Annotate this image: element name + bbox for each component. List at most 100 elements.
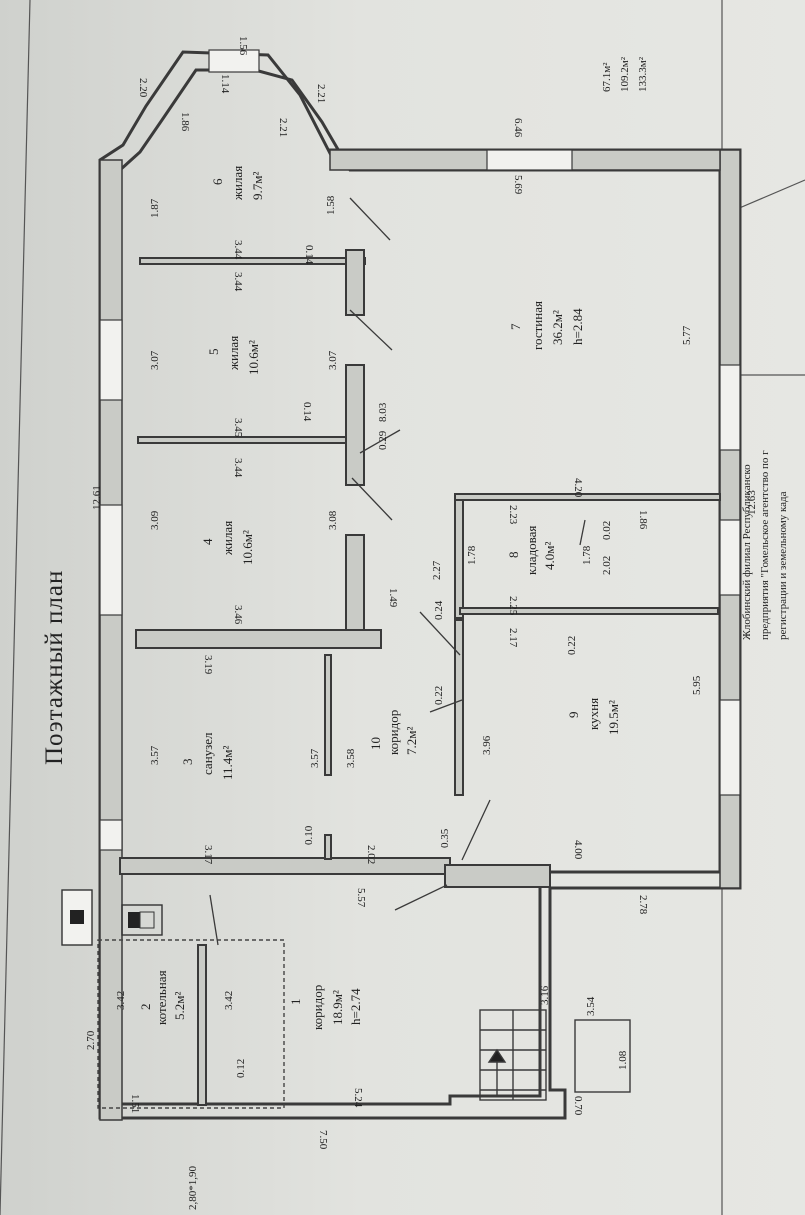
- svg-text:жилая: жилая: [230, 166, 245, 201]
- svg-text:h=2.74: h=2.74: [348, 988, 363, 1025]
- dim-label: 0.35: [439, 828, 451, 848]
- stairs: [479, 1009, 631, 1101]
- boiler-appliance: [61, 889, 163, 946]
- svg-text:7.2м²: 7.2м²: [404, 727, 419, 755]
- dim-label: 1.58: [325, 195, 337, 215]
- dim-label: 1.86: [179, 112, 191, 132]
- dim-label: 2.20: [137, 78, 149, 98]
- dim-label: 1.78: [466, 545, 478, 565]
- svg-text:кладовая: кладовая: [524, 526, 539, 575]
- svg-text:коридор: коридор: [310, 985, 325, 1030]
- dim-label: 1.08: [617, 1050, 629, 1070]
- room-5: 5 жилая 10.6м²: [206, 336, 261, 375]
- dim-label: 0.22: [433, 686, 445, 705]
- dim-label: 5.69: [512, 175, 524, 195]
- dim-label: 3.42: [115, 991, 127, 1010]
- svg-text:2: 2: [138, 1004, 153, 1011]
- svg-text:10.6м²: 10.6м²: [246, 340, 261, 375]
- dim-label: 5.57: [355, 888, 367, 908]
- dim-label: 3.08: [327, 510, 339, 530]
- dimension-labels: 1.56 1.14 2.20 1.86 2.21 2.21 6.46 5.69 …: [85, 36, 758, 1210]
- dim-label: 2.02: [365, 845, 377, 864]
- dim-label: 3.96: [481, 735, 493, 755]
- area-living: 67.1м²: [601, 62, 613, 92]
- interior-walls: [119, 249, 721, 1106]
- dim-label: 2.21: [315, 84, 327, 103]
- dim-label: 3.58: [345, 748, 357, 768]
- dim-label: 2.27: [431, 560, 443, 580]
- dim-label: 4.20: [572, 478, 584, 498]
- dim-label: 2.23: [507, 505, 519, 525]
- dim-label: 2,80*1,90: [187, 1166, 199, 1211]
- dim-label: 12.61: [91, 485, 103, 510]
- boiler-room-outline: [97, 939, 285, 1109]
- dim-label: 3.44: [232, 458, 244, 478]
- dim-label: 3.09: [149, 510, 161, 530]
- stamp-line2: предприятия "Гомельское агентство по г: [759, 450, 771, 640]
- dim-label: 3.57: [309, 748, 321, 768]
- dim-label: 2.78: [637, 895, 649, 915]
- dim-label: 0.12: [235, 1059, 247, 1078]
- svg-text:9.7м²: 9.7м²: [250, 172, 265, 200]
- dim-label: 3.44: [232, 272, 244, 292]
- svg-text:10: 10: [368, 737, 383, 750]
- room-7: 7 гостиная 36.2м² h=2.84: [508, 301, 585, 350]
- room-8: 8 кладовая 4.0м²: [506, 526, 557, 575]
- room-1: 1 коридор 18.9м² h=2.74: [288, 985, 363, 1030]
- room-2: 2 котельная 5.2м²: [138, 970, 187, 1025]
- svg-text:8: 8: [506, 552, 521, 559]
- dim-label: 1.51: [129, 1094, 141, 1113]
- dim-label: 0.24: [433, 600, 445, 620]
- room-6: 6 жилая 9.7м²: [210, 166, 265, 201]
- area-total: 109.2м²: [619, 56, 631, 92]
- svg-text:3: 3: [180, 759, 195, 766]
- svg-text:котельная: котельная: [154, 970, 169, 1025]
- svg-text:5.2м²: 5.2м²: [172, 992, 187, 1020]
- plan-title: Поэтажный план: [41, 570, 68, 765]
- svg-text:1: 1: [288, 999, 303, 1006]
- svg-text:11.4м²: 11.4м²: [220, 746, 235, 780]
- area-general: 133.3м²: [637, 56, 649, 92]
- svg-text:h=2.84: h=2.84: [570, 308, 585, 345]
- stamp-line1: Жлобинский филиал Республиканско: [741, 464, 753, 640]
- dim-label: 2.17: [507, 628, 519, 648]
- room-9: 9 кухня 19.5м²: [566, 698, 621, 735]
- svg-text:кухня: кухня: [586, 698, 601, 730]
- svg-text:5: 5: [206, 349, 221, 356]
- room-4: 4 жилая 10.6м²: [200, 521, 255, 565]
- stamp: Жлобинский филиал Республиканско предпри…: [741, 450, 789, 640]
- dim-label: 0.10: [303, 825, 315, 845]
- svg-text:19.5м²: 19.5м²: [606, 700, 621, 735]
- dim-label: 2.21: [277, 118, 289, 137]
- svg-text:коридор: коридор: [386, 710, 401, 755]
- dim-label: 3.42: [223, 991, 235, 1010]
- svg-text:жилая: жилая: [226, 336, 241, 371]
- room-labels: 1 коридор 18.9м² h=2.74 2 котельная 5.2м…: [138, 166, 621, 1030]
- svg-text:6: 6: [210, 178, 225, 185]
- svg-text:гостиная: гостиная: [530, 301, 545, 350]
- door-swings: [209, 197, 586, 946]
- dim-label: 3.57: [149, 745, 161, 765]
- dim-label: 3.54: [585, 996, 597, 1016]
- svg-text:7: 7: [508, 323, 523, 330]
- dim-label: 3.44: [232, 240, 244, 260]
- dim-label: 2.02: [601, 556, 613, 575]
- dim-label: 3.17: [202, 845, 214, 865]
- dim-label: 1.56: [237, 36, 249, 56]
- dim-label: 3.46: [232, 605, 244, 625]
- dim-label: 1.86: [637, 510, 649, 530]
- dim-label: 3.16: [539, 985, 551, 1005]
- dim-label: 0.22: [566, 636, 578, 655]
- svg-text:9: 9: [566, 712, 581, 719]
- room-3: 3 санузел 11.4м²: [180, 732, 235, 780]
- dim-label: 7.50: [317, 1130, 329, 1150]
- dim-label: 3.07: [149, 350, 161, 370]
- dim-label: 5.95: [691, 675, 703, 695]
- dim-label: 2.25: [507, 596, 519, 616]
- dim-label: 6.46: [512, 118, 524, 138]
- outer-walls: [98, 50, 742, 1120]
- dim-label: 12.63: [746, 490, 758, 515]
- dim-label: 2.70: [85, 1030, 97, 1050]
- stamp-line3: регистрации и земельному када: [777, 491, 789, 640]
